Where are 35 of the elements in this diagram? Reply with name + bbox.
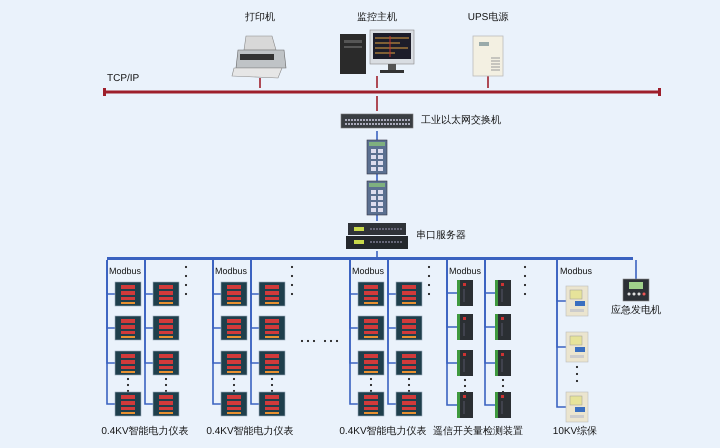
connector-line <box>635 260 637 279</box>
connector-line <box>376 76 378 88</box>
connector-line <box>376 174 378 181</box>
connector-line <box>376 131 378 140</box>
group-caption: 0.4KV智能电力仪表 <box>101 426 189 438</box>
protocol-label: Modbus <box>352 265 384 277</box>
group-caption: 0.4KV智能电力仪表 <box>206 426 294 438</box>
connector-line <box>212 260 221 405</box>
device-label: 打印机 <box>245 12 275 24</box>
connector-line <box>376 215 378 221</box>
connector-line <box>106 260 115 405</box>
connector-line <box>376 251 378 257</box>
protocol-label: Modbus <box>449 265 482 277</box>
connector-line <box>487 76 489 88</box>
connector-line <box>376 96 378 111</box>
connector-line <box>556 260 566 408</box>
network-label: TCP/IP <box>107 73 140 85</box>
connector-line <box>387 260 396 405</box>
device-label: UPS电源 <box>468 12 508 24</box>
protocol-label: Modbus <box>109 265 142 277</box>
device-label: 应急发电机 <box>611 305 661 317</box>
connector-line <box>144 260 153 405</box>
device-label: 工业以太网交换机 <box>421 115 501 127</box>
connector-line <box>446 260 457 406</box>
protocol-label: Modbus <box>215 265 248 277</box>
group-caption: 10KV综保 <box>552 426 598 438</box>
connector-line <box>484 260 495 406</box>
device-label: 串口服务器 <box>416 230 466 242</box>
device-label: 监控主机 <box>357 12 397 24</box>
group-caption: 0.4KV智能电力仪表 <box>339 426 427 438</box>
connector-line <box>250 260 259 405</box>
group-caption: 遥信开关量检测装置 <box>433 426 523 438</box>
connector-line <box>259 78 261 88</box>
connector-line <box>349 260 358 405</box>
protocol-label: Modbus <box>560 265 592 277</box>
